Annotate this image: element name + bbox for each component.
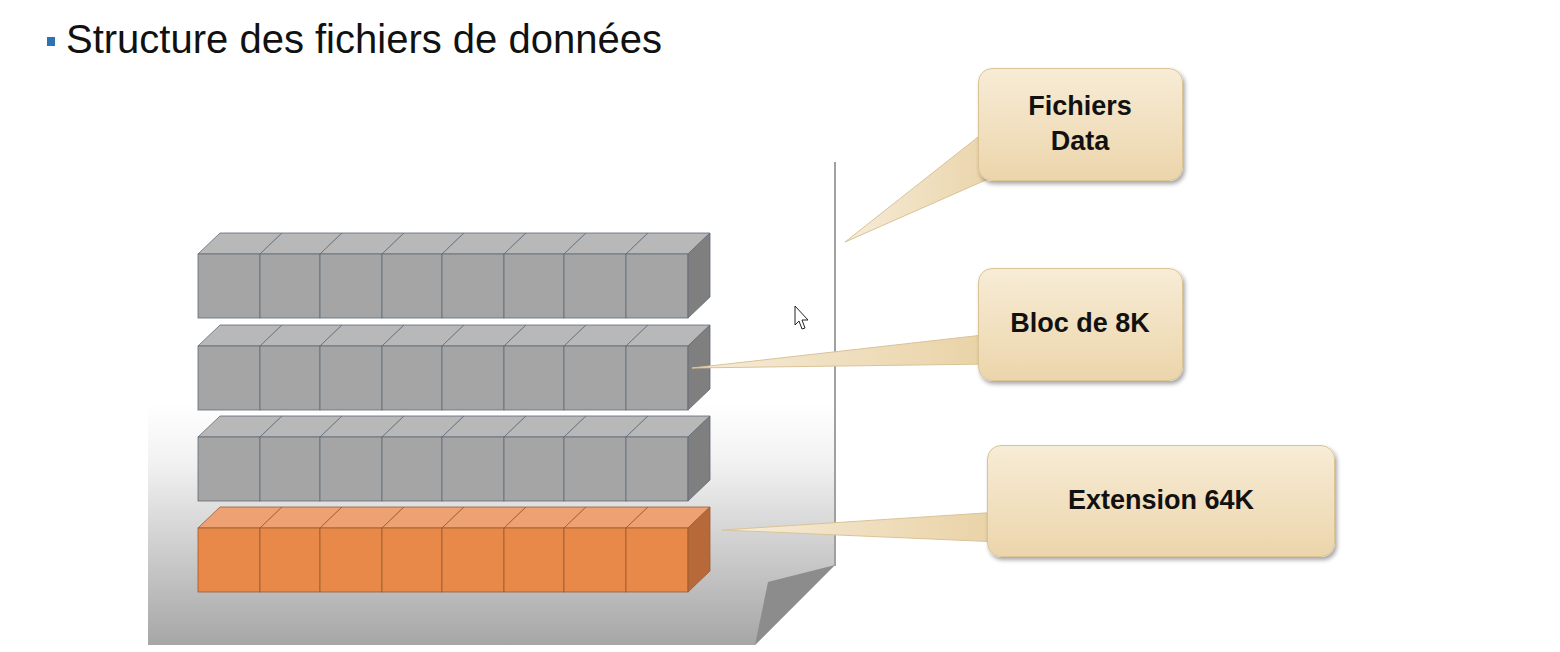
block-side xyxy=(688,416,710,501)
block-face xyxy=(564,346,626,410)
block-face xyxy=(626,437,688,501)
block-face xyxy=(564,437,626,501)
block-face xyxy=(442,346,504,410)
block-face xyxy=(320,528,382,592)
block-face xyxy=(382,254,442,318)
block-face xyxy=(382,437,442,501)
block-face xyxy=(564,528,626,592)
slide-title: Structure des fichiers de données xyxy=(66,17,662,62)
block-face xyxy=(504,346,564,410)
callout-pointer xyxy=(722,512,1000,542)
block-face xyxy=(198,528,260,592)
block-face xyxy=(504,254,564,318)
block-face xyxy=(442,254,504,318)
block-face xyxy=(442,528,504,592)
block-face xyxy=(564,254,626,318)
block-face xyxy=(504,437,564,501)
callout-pointer xyxy=(692,334,992,368)
callout-box: Bloc de 8K xyxy=(978,268,1183,381)
block-face xyxy=(320,437,382,501)
block-face xyxy=(504,528,564,592)
block-row xyxy=(198,507,710,592)
page-sheet xyxy=(148,162,835,645)
callout-box: Fichiers Data xyxy=(978,68,1183,181)
block-face xyxy=(442,437,504,501)
title-bullet xyxy=(47,37,55,46)
block-face xyxy=(626,346,688,410)
block-face xyxy=(382,528,442,592)
block-face xyxy=(320,346,382,410)
block-side xyxy=(688,233,710,318)
block-face xyxy=(626,528,688,592)
block-face xyxy=(626,254,688,318)
block-face xyxy=(198,254,260,318)
block-face xyxy=(382,346,442,410)
block-face xyxy=(320,254,382,318)
page-fold xyxy=(755,565,835,645)
callout-label: Extension 64K xyxy=(1068,483,1254,518)
block-face xyxy=(260,346,320,410)
block-face xyxy=(198,437,260,501)
block-row xyxy=(198,416,710,501)
block-rows xyxy=(198,233,710,592)
block-face xyxy=(198,346,260,410)
callout-box: Extension 64K xyxy=(987,445,1335,557)
block-face xyxy=(260,528,320,592)
callout-label: Bloc de 8K xyxy=(1010,306,1150,341)
block-side xyxy=(688,507,710,592)
block-row xyxy=(198,233,710,318)
callout-label: Fichiers Data xyxy=(1010,89,1150,159)
block-face xyxy=(260,254,320,318)
block-row xyxy=(198,325,710,410)
mouse-cursor xyxy=(795,306,808,329)
block-face xyxy=(260,437,320,501)
